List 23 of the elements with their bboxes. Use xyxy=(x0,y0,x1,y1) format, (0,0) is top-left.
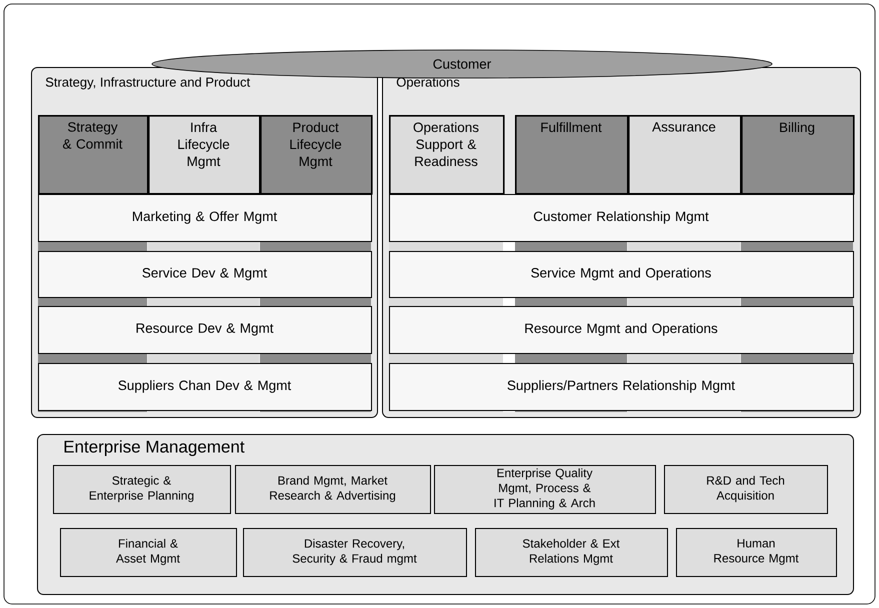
process-box: Strategic & Enterprise Planning xyxy=(53,465,231,514)
process-box: Human Resource Mgmt xyxy=(676,528,837,577)
process-box: Financial & Asset Mgmt xyxy=(60,528,237,577)
process-row: Suppliers/Partners Relationship Mgmt xyxy=(389,363,854,411)
process-row: Marketing & Offer Mgmt xyxy=(38,194,372,242)
process-row: Suppliers Chan Dev & Mgmt xyxy=(38,363,372,411)
process-box: R&D and Tech Acquisition xyxy=(664,465,828,514)
process-tile: Operations Support & Readiness xyxy=(389,115,505,195)
process-row: Resource Dev & Mgmt xyxy=(38,306,372,354)
process-box: Brand Mgmt, Market Research & Advertising xyxy=(235,465,431,514)
process-row: Resource Mgmt and Operations xyxy=(389,306,854,354)
process-tile: Strategy & Commit xyxy=(38,115,149,195)
process-tile: Product Lifecycle Mgmt xyxy=(260,115,373,195)
process-row: Service Mgmt and Operations xyxy=(389,251,854,298)
process-tile: Assurance xyxy=(628,115,742,195)
process-box: Disaster Recovery, Security & Fraud mgmt xyxy=(243,528,467,577)
process-tile: Billing xyxy=(741,115,855,195)
process-row: Customer Relationship Mgmt xyxy=(389,194,854,242)
process-box: Stakeholder & Ext Relations Mgmt xyxy=(475,528,668,577)
process-row: Service Dev & Mgmt xyxy=(38,251,372,298)
process-box: Enterprise Quality Mgmt, Process & IT Planning & Arch xyxy=(434,465,656,514)
process-tile: Infra Lifecycle Mgmt xyxy=(148,115,261,195)
process-tile: Fulfillment xyxy=(515,115,629,195)
